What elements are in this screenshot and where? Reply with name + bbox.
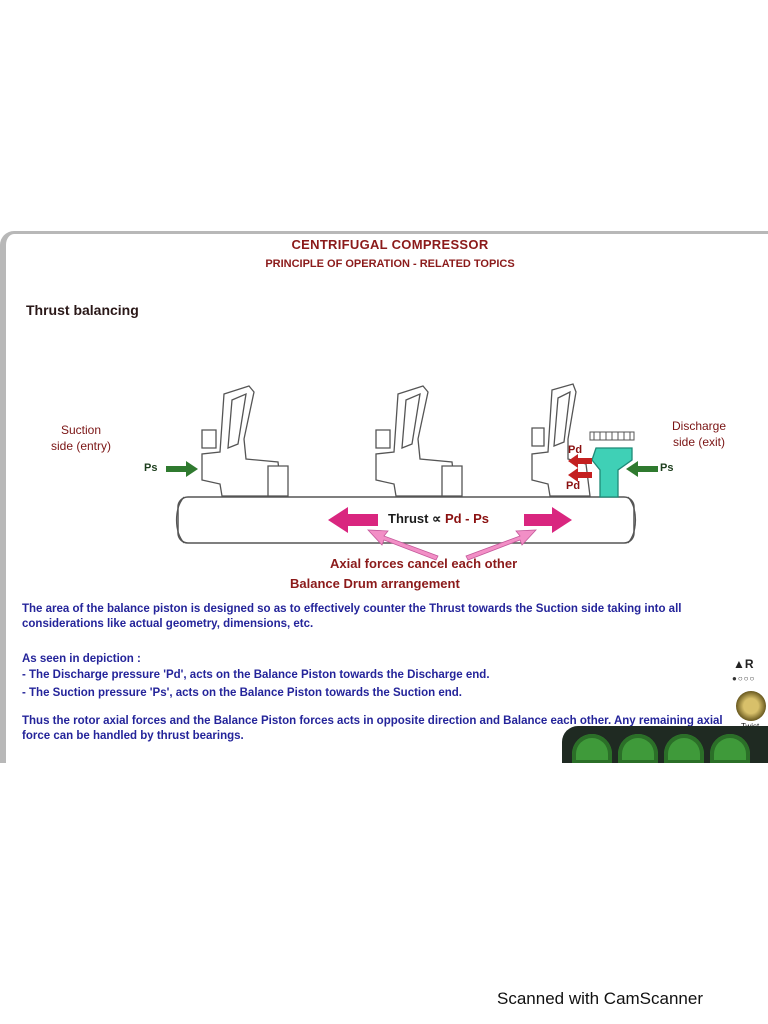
balance-drum-caption: Balance Drum arrangement <box>290 576 460 591</box>
corner-logo: ▲R <box>733 657 754 671</box>
pointer-arrow-left <box>367 529 439 561</box>
discharge-label-line2: side (exit) <box>672 435 725 449</box>
impeller-2 <box>375 385 463 497</box>
thrust-relation: Thrust ∝ Pd - Ps <box>388 511 489 527</box>
impeller-3 <box>531 383 591 497</box>
bullet-suction: - The Suction pressure 'Ps', acts on the… <box>22 687 462 699</box>
axial-forces-caption: Axial forces cancel each other <box>330 556 518 571</box>
green-light-icon <box>618 734 658 763</box>
bullet-discharge: - The Discharge pressure 'Pd', acts on t… <box>22 669 490 681</box>
impeller-1 <box>201 385 289 497</box>
ps-label-left: Ps <box>144 462 158 474</box>
thrust-balance-diagram <box>166 383 658 561</box>
discharge-label-line1: Discharge <box>671 419 727 433</box>
thrust-pressure-difference: Pd - Ps <box>444 511 490 526</box>
scanner-watermark: Scanned with CamScanner <box>497 989 704 1008</box>
pointer-arrow-right <box>465 529 537 561</box>
corner-dots: ●○○○ <box>732 674 756 683</box>
depiction-intro: As seen in depiction : <box>22 653 141 665</box>
thrust-arrow-right <box>524 507 572 533</box>
pd-label-upper: Pd <box>568 444 583 456</box>
slide-title: CENTRIFUGAL COMPRESSOR <box>291 237 489 252</box>
green-light-icon <box>572 734 612 763</box>
thrust-prefix: Thrust ∝ <box>388 511 445 526</box>
suction-label-line1: Suction <box>60 423 102 437</box>
thrust-arrow-left <box>328 507 378 533</box>
slide: CENTRIFUGAL COMPRESSOR PRINCIPLE OF OPER… <box>0 231 768 763</box>
green-light-icon <box>710 734 750 763</box>
ps-label-right: Ps <box>660 462 674 474</box>
slide-subtitle: PRINCIPLE OF OPERATION - RELATED TOPICS <box>265 258 515 270</box>
suction-label-line2: side (entry) <box>50 439 112 453</box>
ps-arrow-right <box>626 461 658 477</box>
paragraph-3: Thus the rotor axial forces and the Bala… <box>22 715 723 742</box>
green-light-icon <box>664 734 704 763</box>
section-heading: Thrust balancing <box>26 302 139 318</box>
pd-arrows <box>568 454 592 482</box>
balance-drum <box>589 431 635 498</box>
twist-knob-icon <box>736 691 766 721</box>
pd-label-lower: Pd <box>566 480 581 492</box>
ps-arrow-left <box>166 461 198 477</box>
paragraph-1: The area of the balance piston is design… <box>22 603 682 630</box>
